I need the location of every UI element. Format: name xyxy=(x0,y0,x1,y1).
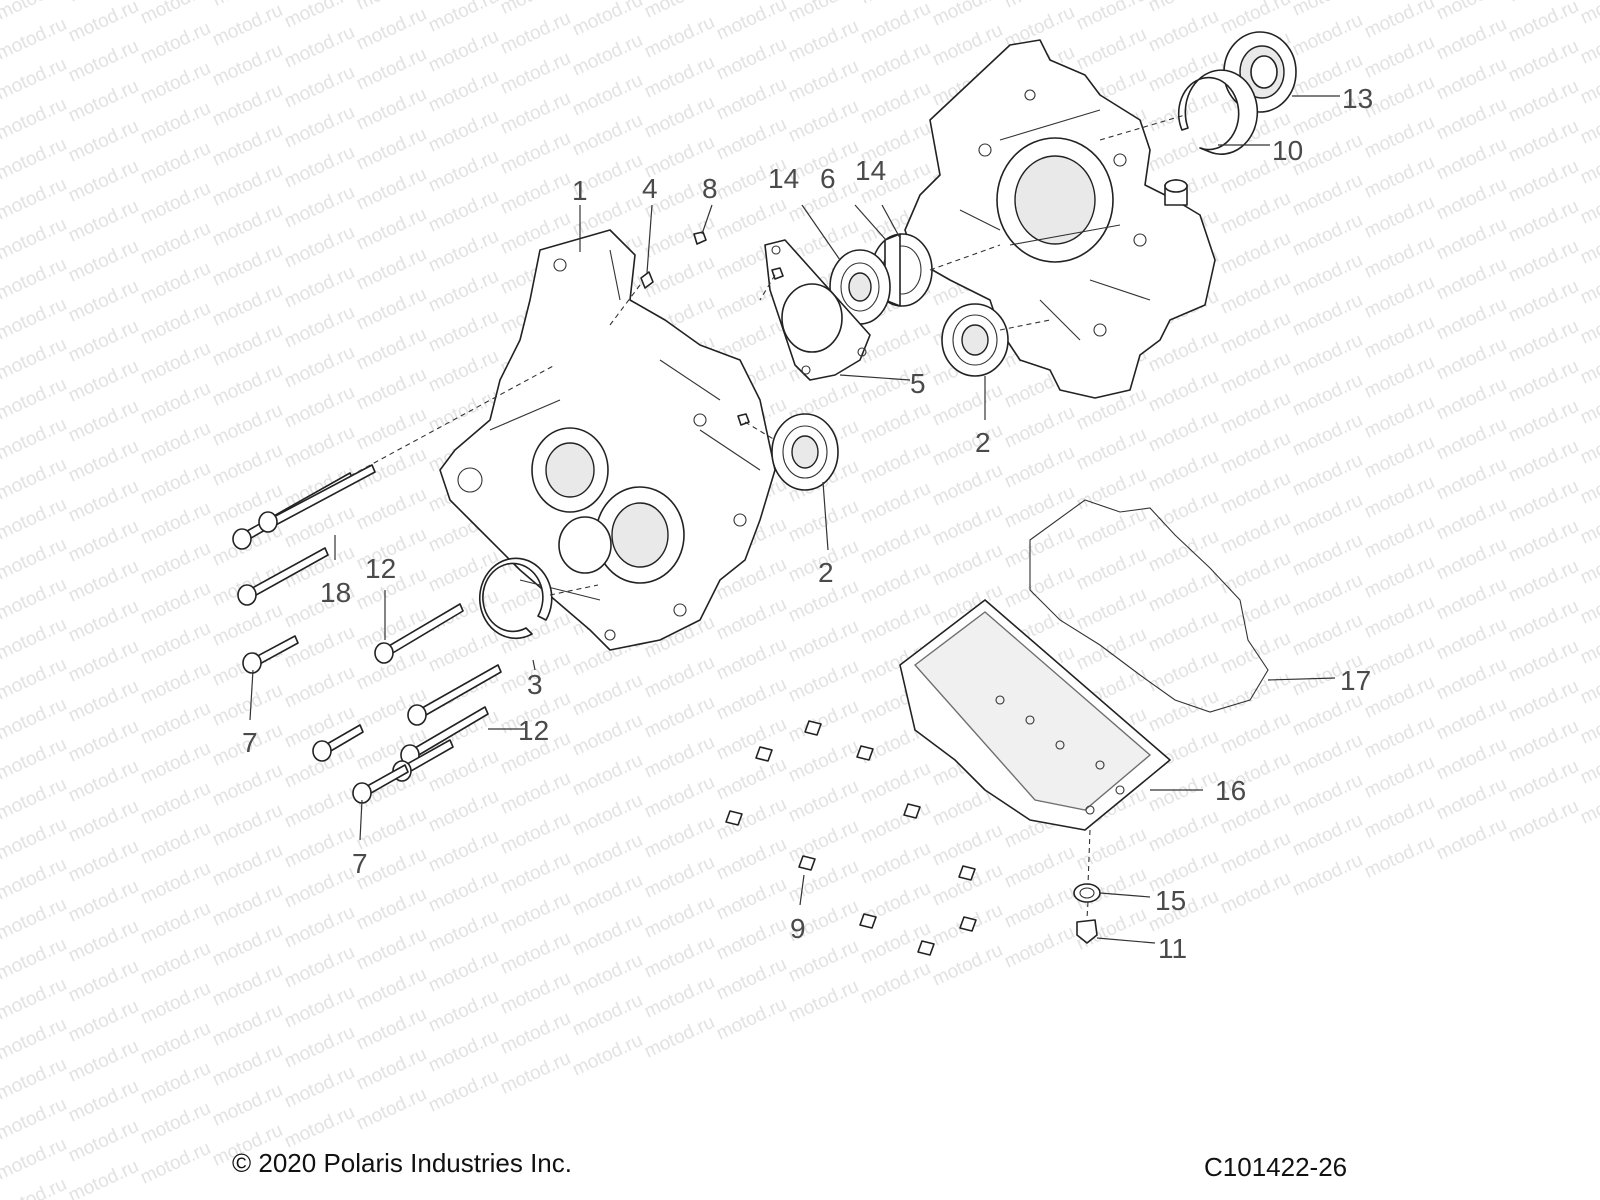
drain-plug-11 xyxy=(1076,919,1098,944)
callout-labels: 1 2 2 3 4 5 6 7 7 8 9 10 11 12 12 13 14 … xyxy=(242,83,1373,964)
callout-17: 17 xyxy=(1340,665,1371,696)
callout-10: 10 xyxy=(1272,135,1303,166)
bearing-2-right xyxy=(941,303,1009,377)
screws-9 xyxy=(725,720,977,956)
callout-2-lower: 2 xyxy=(818,557,834,588)
callout-18: 18 xyxy=(320,577,351,608)
callout-1: 1 xyxy=(572,175,588,206)
callout-3: 3 xyxy=(527,669,543,700)
callout-14-right: 14 xyxy=(855,155,886,186)
callout-14-left: 14 xyxy=(768,163,799,194)
callout-12-upper: 12 xyxy=(365,553,396,584)
callout-13: 13 xyxy=(1342,83,1373,114)
callout-8: 8 xyxy=(702,173,718,204)
callout-2-upper: 2 xyxy=(975,427,991,458)
callout-5: 5 xyxy=(910,368,926,399)
callout-4: 4 xyxy=(642,173,658,204)
dowel-pin-4 xyxy=(640,271,654,289)
bearing-2-left xyxy=(771,413,839,491)
retaining-ring-10 xyxy=(1177,69,1259,155)
callout-15: 15 xyxy=(1155,885,1186,916)
retaining-ring-3 xyxy=(479,557,553,640)
oil-pan-16 xyxy=(899,599,1171,831)
oil-pan-gasket-17 xyxy=(1029,499,1269,713)
bolts-group xyxy=(232,464,502,804)
assembly-lines xyxy=(349,114,1186,919)
callout-9: 9 xyxy=(790,913,806,944)
bearing-14-pair xyxy=(829,233,933,325)
diagram-code: C101422-26 xyxy=(1204,1152,1348,1182)
callout-7-upper: 7 xyxy=(242,727,258,758)
retainer-plate-5 xyxy=(764,239,871,381)
washer-15 xyxy=(1073,883,1101,903)
callout-12-lower: 12 xyxy=(518,715,549,746)
crankcase-left-half xyxy=(439,229,776,651)
callout-7-lower: 7 xyxy=(352,848,368,879)
callout-16: 16 xyxy=(1215,775,1246,806)
leader-lines xyxy=(249,95,1340,944)
oil-seal-13 xyxy=(1223,31,1297,113)
callout-6: 6 xyxy=(820,163,836,194)
copyright-notice: © 2020 Polaris Industries Inc. xyxy=(232,1148,572,1178)
callout-11: 11 xyxy=(1158,933,1187,964)
